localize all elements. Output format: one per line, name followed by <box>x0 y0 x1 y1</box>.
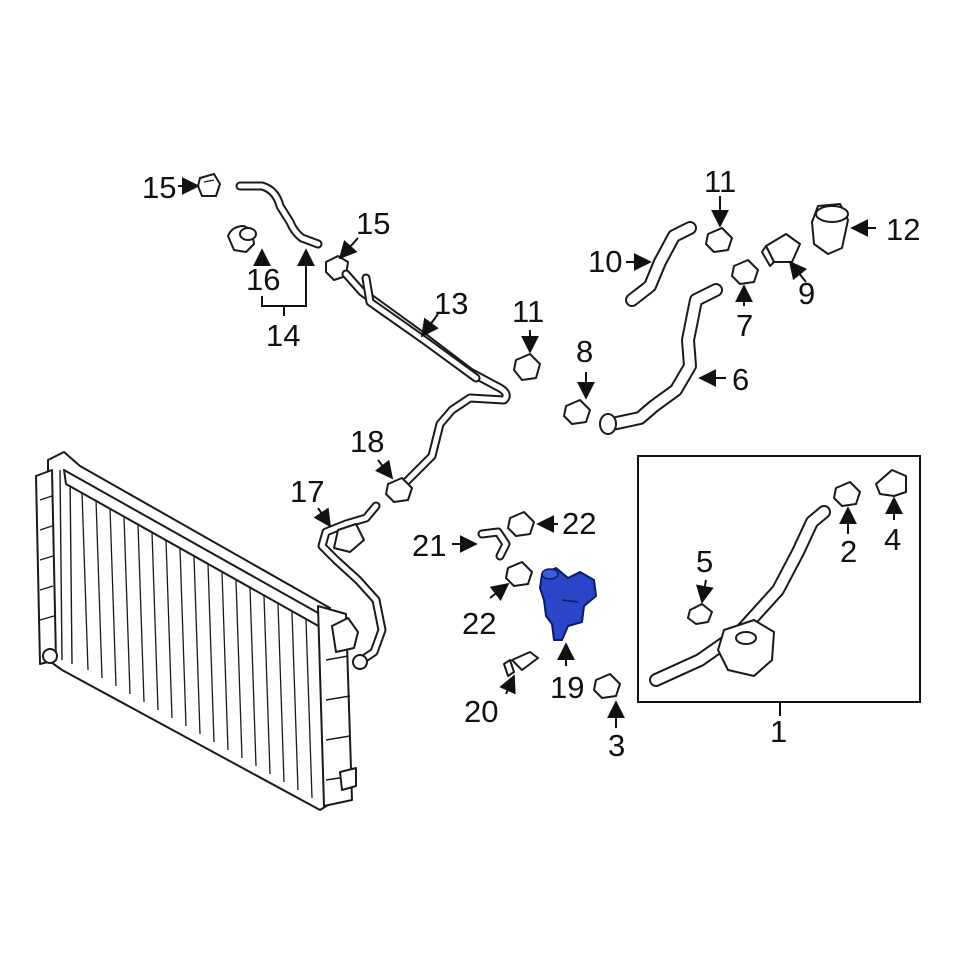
clamp-22-bottom[interactable] <box>505 561 533 587</box>
kit-hose[interactable] <box>649 505 831 687</box>
clamp-16[interactable] <box>227 225 257 253</box>
leader-lines <box>178 177 903 728</box>
callout-8: 8 <box>576 334 593 369</box>
hose-21[interactable] <box>477 527 511 561</box>
fitting-4[interactable] <box>875 469 907 497</box>
hose-6[interactable] <box>599 283 723 435</box>
callout-labels: 15 16 14 15 13 11 10 11 12 9 7 8 6 18 17… <box>142 164 920 763</box>
callout-13: 13 <box>434 286 468 321</box>
clamp-11-top[interactable] <box>705 227 733 253</box>
callout-18: 18 <box>350 424 384 459</box>
callout-5: 5 <box>696 544 713 579</box>
callout-7: 7 <box>736 308 753 343</box>
clamp-18[interactable] <box>385 477 413 503</box>
coolant-pipe-13[interactable] <box>341 269 511 489</box>
callout-16: 16 <box>246 262 280 297</box>
callout-9: 9 <box>798 276 815 311</box>
clamp-5[interactable] <box>687 603 713 625</box>
radiator[interactable] <box>35 451 359 811</box>
callout-2: 2 <box>840 534 857 569</box>
outlet-12[interactable] <box>811 203 849 255</box>
hose-10[interactable] <box>625 221 697 307</box>
fitting-9[interactable] <box>761 233 801 267</box>
water-pump-19[interactable] <box>539 567 597 641</box>
clamp-11-mid[interactable] <box>513 353 541 381</box>
callout-15-right: 15 <box>356 206 390 241</box>
callout-12: 12 <box>886 212 920 247</box>
clamp-22-top[interactable] <box>507 511 535 537</box>
callout-10: 10 <box>588 244 622 279</box>
clamp-3[interactable] <box>593 673 621 699</box>
pipe-17[interactable] <box>317 501 387 670</box>
callout-3: 3 <box>608 728 625 763</box>
callout-1: 1 <box>770 714 787 749</box>
clamp-15-top[interactable] <box>197 173 221 197</box>
callout-11-mid: 11 <box>512 294 544 329</box>
clamp-7[interactable] <box>731 259 759 285</box>
callout-4: 4 <box>884 522 901 557</box>
radiator-fins <box>81 491 313 799</box>
bolt-20[interactable] <box>503 651 539 677</box>
callout-20: 20 <box>464 694 498 729</box>
callout-15-top: 15 <box>142 170 176 205</box>
callout-17: 17 <box>290 474 324 509</box>
callout-11-top: 11 <box>704 164 736 199</box>
clamp-8[interactable] <box>563 399 591 425</box>
callout-22-top: 22 <box>562 506 596 541</box>
callout-6: 6 <box>732 362 749 397</box>
callout-14: 14 <box>266 318 300 353</box>
callout-22-bottom: 22 <box>462 606 496 641</box>
callout-21: 21 <box>412 528 446 563</box>
clamp-2[interactable] <box>833 481 861 507</box>
bypass-hose-14[interactable] <box>235 181 323 249</box>
callout-19: 19 <box>550 670 584 705</box>
